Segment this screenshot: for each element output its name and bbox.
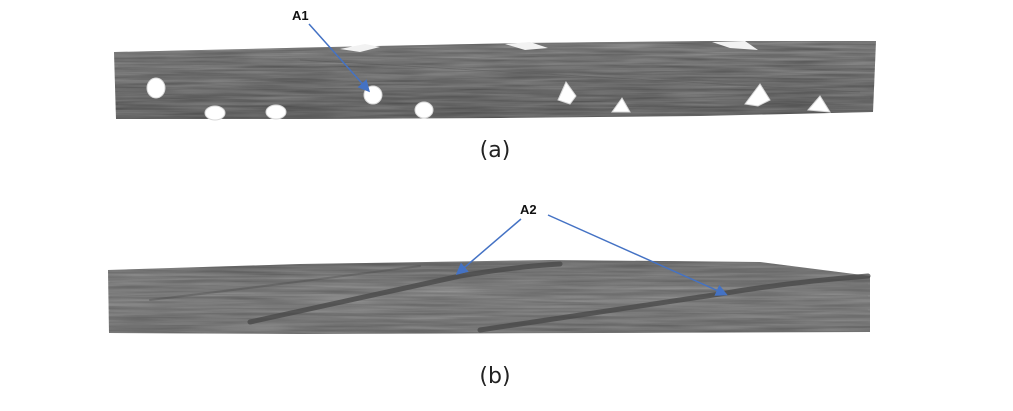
void [146,77,166,99]
fibre-streaks-b [109,278,869,323]
void [557,80,577,105]
voids-a [146,77,831,121]
panel-a-specimen: A1 [114,8,876,121]
diagonal-bands-b [149,261,871,333]
void [265,104,287,120]
annotation-a2-arrow-right [547,214,728,296]
void [204,105,226,121]
panel-b-specimen: A2 [108,202,871,334]
caption-b: (b) [479,364,511,389]
caption-a: (a) [479,138,511,163]
void [611,97,631,113]
annotation-a1: A1 [292,8,309,23]
annotation-a1-arrow [308,23,370,93]
annotation-a2-arrow-left [455,218,522,275]
void [744,83,771,107]
void [806,95,831,113]
annotation-a2: A2 [520,202,537,217]
top-edge-features-a [340,41,758,52]
void [414,101,434,119]
